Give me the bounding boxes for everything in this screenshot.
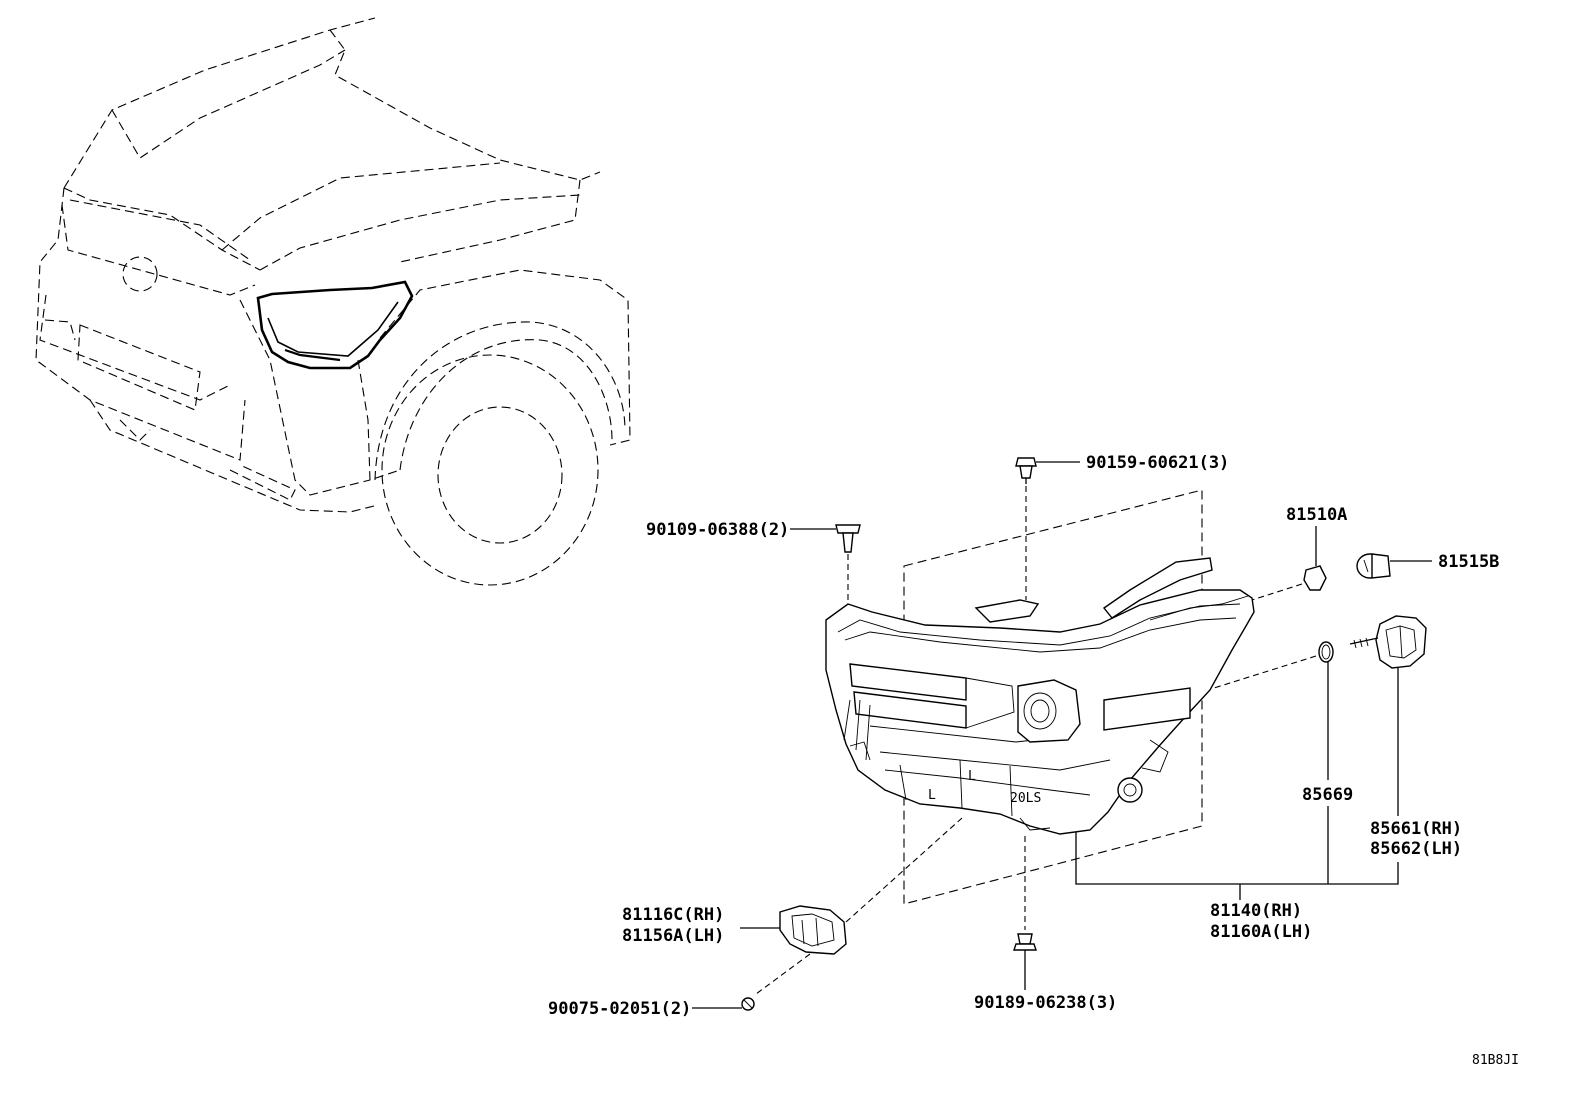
label-bolt-left: 90109-06388(2) bbox=[646, 520, 789, 540]
bolt-left-icon[interactable] bbox=[835, 524, 861, 553]
label-socket: 81515B bbox=[1438, 552, 1499, 572]
label-screw: 90075-02051(2) bbox=[548, 999, 691, 1019]
housing-mark-mid: L bbox=[968, 769, 976, 784]
bolt-top-icon[interactable] bbox=[1015, 457, 1037, 484]
label-assy-rh: 81140(RH) bbox=[1210, 901, 1302, 921]
label-driver-lh: 85662(LH) bbox=[1370, 839, 1462, 859]
label-gasket: 85669 bbox=[1302, 785, 1353, 805]
label-bracket-lh: 81156A(LH) bbox=[622, 926, 724, 946]
label-assy-lh: 81160A(LH) bbox=[1210, 922, 1312, 942]
mount-bracket-icon[interactable] bbox=[779, 905, 847, 955]
headlamp-assembly[interactable]: L L 20LS bbox=[825, 557, 1255, 835]
housing-mark-left: L bbox=[928, 788, 936, 803]
screw-icon[interactable] bbox=[741, 997, 755, 1011]
bulb-icon[interactable] bbox=[1303, 565, 1327, 591]
socket-icon[interactable] bbox=[1356, 553, 1391, 579]
label-bulb: 81510A bbox=[1286, 505, 1347, 525]
gasket-icon[interactable] bbox=[1318, 641, 1334, 663]
diagram-code: 81B8JI bbox=[1472, 1053, 1519, 1068]
vehicle-front-illustration bbox=[35, 17, 631, 586]
label-bracket-rh: 81116C(RH) bbox=[622, 905, 724, 925]
label-bolt-bottom: 90189-06238(3) bbox=[974, 993, 1117, 1013]
led-driver-icon[interactable] bbox=[1349, 615, 1427, 669]
housing-stamp: 20LS bbox=[1010, 791, 1041, 806]
bolt-bottom-icon[interactable] bbox=[1013, 933, 1037, 951]
label-bolt-top: 90159-60621(3) bbox=[1086, 453, 1229, 473]
label-driver-rh: 85661(RH) bbox=[1370, 819, 1462, 839]
